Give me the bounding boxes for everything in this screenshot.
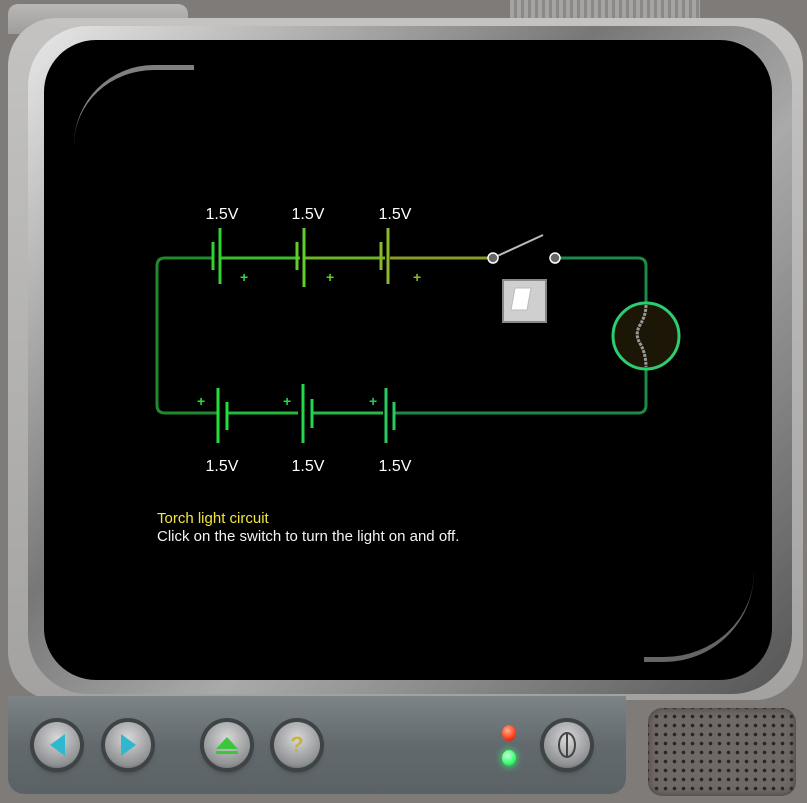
vent-grille [510,0,700,22]
battery [384,388,396,443]
battery-label: 1.5V [292,206,325,223]
battery-label: 1.5V [292,458,325,475]
battery [301,384,314,443]
plus-sign: + [283,393,291,409]
battery [379,228,390,284]
wire-left [155,256,218,415]
plus-sign: + [240,269,248,285]
previous-button[interactable] [34,722,80,768]
eject-button[interactable] [204,722,250,768]
battery-label: 1.5V [379,458,412,475]
plus-sign: + [326,269,334,285]
help-button[interactable]: ? [274,722,320,768]
power-icon [558,732,576,758]
arrow-right-icon [120,734,136,756]
battery-label: 1.5V [206,458,239,475]
arrow-left-icon [49,734,65,756]
glare [74,65,194,145]
battery-label: 1.5V [206,206,239,223]
question-icon: ? [290,732,304,757]
caption-instruction: Click on the switch to turn the light on… [157,528,460,545]
light-bulb [611,301,681,371]
plus-sign: + [369,393,377,409]
green-led-indicator [502,750,516,766]
caption-title: Torch light circuit [157,510,269,527]
caption: Torch light circuit Click on the switch … [157,510,459,546]
wire [558,256,648,303]
red-led-indicator [502,725,516,741]
battery [295,228,306,287]
eject-icon [216,736,238,754]
power-button[interactable] [544,722,590,768]
speaker-grille [648,708,796,796]
plus-sign: + [413,269,421,285]
battery-label: 1.5V [379,206,412,223]
battery [211,228,222,284]
switch-toggle-button[interactable] [502,279,547,323]
circuit-switch[interactable] [487,234,561,264]
plus-sign: + [197,393,205,409]
battery [216,388,229,443]
next-button[interactable] [105,722,151,768]
wire [395,369,648,415]
